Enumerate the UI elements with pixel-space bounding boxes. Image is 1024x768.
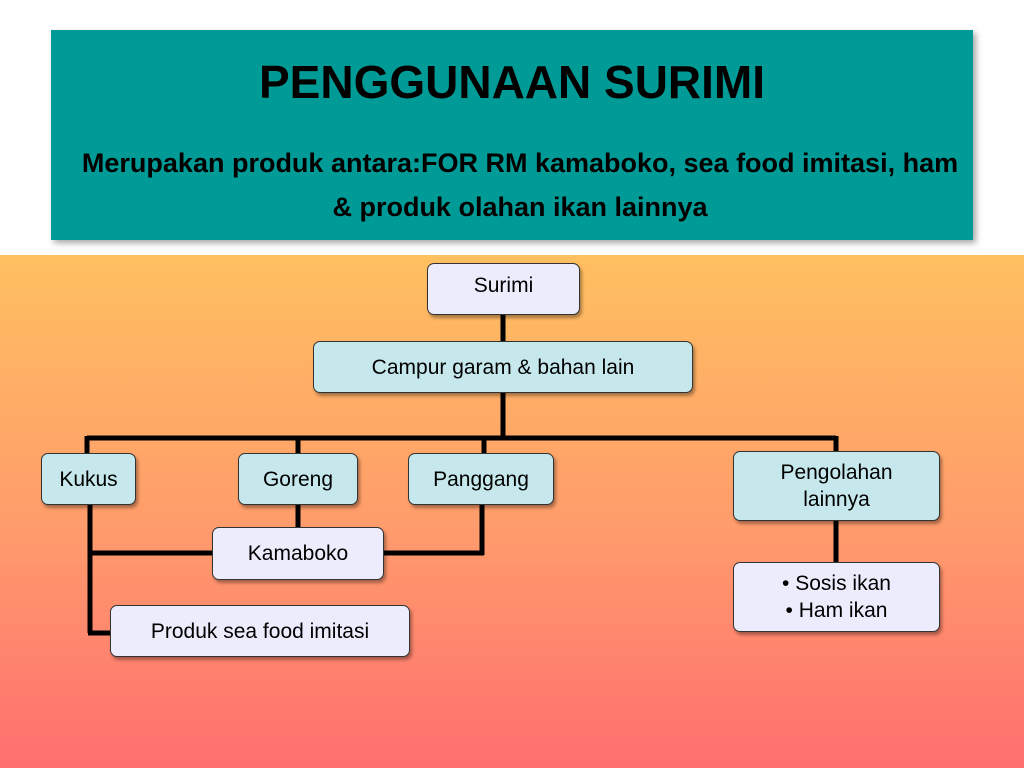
node-surimi: Surimi bbox=[427, 263, 580, 315]
page-title: PENGGUNAAN SURIMI bbox=[258, 56, 766, 108]
node-produk-sea-food-imitasi: Produk sea food imitasi bbox=[110, 605, 410, 657]
node-campur-garam: Campur garam & bahan lain bbox=[313, 341, 693, 393]
node-goreng: Goreng bbox=[238, 453, 358, 505]
node-kamaboko: Kamaboko bbox=[212, 527, 384, 580]
list-item-sosis-ikan: • Sosis ikan bbox=[782, 572, 891, 595]
node-panggang: Panggang bbox=[408, 453, 554, 505]
node-sosis-ham-ikan: • Sosis ikan • Ham ikan bbox=[733, 562, 940, 632]
node-kukus: Kukus bbox=[41, 453, 136, 505]
list-item-ham-ikan: • Ham ikan bbox=[785, 599, 888, 622]
page-subtitle: Merupakan produk antara:FOR RM kamaboko,… bbox=[81, 148, 959, 222]
node-pengolahan-lainnya: Pengolahan lainnya bbox=[733, 451, 940, 521]
header-panel bbox=[51, 30, 973, 240]
